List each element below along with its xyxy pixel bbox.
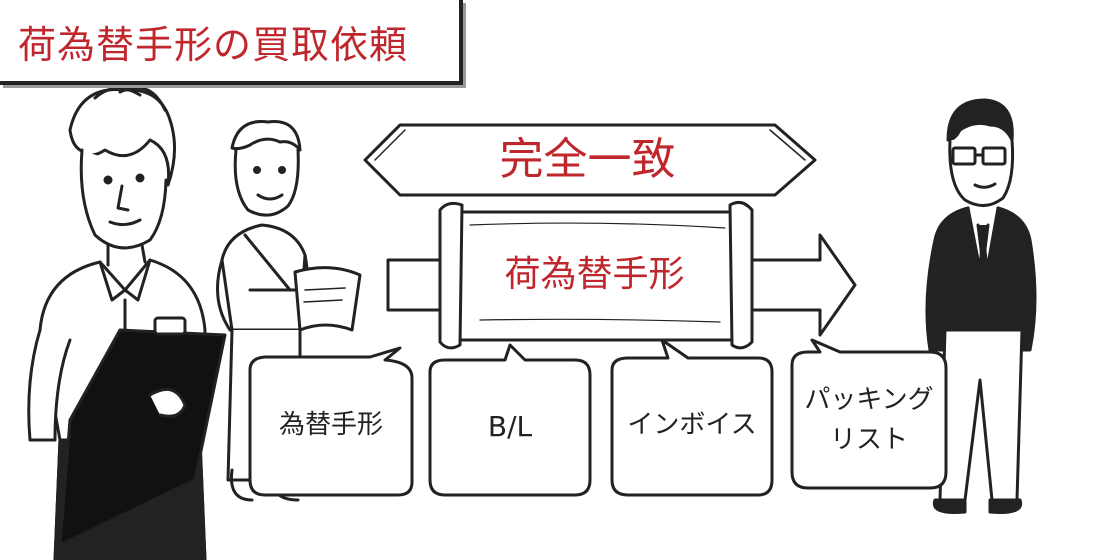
title-box: 荷為替手形の買取依頼 <box>0 0 463 85</box>
banner-label: 完全一致 <box>499 134 676 185</box>
bubble-invoice-shape <box>610 338 774 497</box>
document-label: インボイス <box>627 410 757 440</box>
document-label: B/L <box>487 410 533 443</box>
bill-scroll <box>438 200 754 350</box>
bubble-bl-shape <box>428 343 592 497</box>
banner-shape <box>363 123 817 197</box>
document-label: 為替手形 <box>278 410 383 440</box>
man-with-clipboard <box>27 86 227 560</box>
businessman <box>925 98 1037 514</box>
document-label-line2: リスト <box>829 425 908 455</box>
document-label: パッキング <box>804 385 934 415</box>
page-title: 荷為替手形の買取依頼 <box>18 23 409 67</box>
bubble-bill-shape <box>248 346 414 497</box>
scroll-label: 荷為替手形 <box>504 254 685 295</box>
bubble-packing-shape <box>790 338 948 490</box>
